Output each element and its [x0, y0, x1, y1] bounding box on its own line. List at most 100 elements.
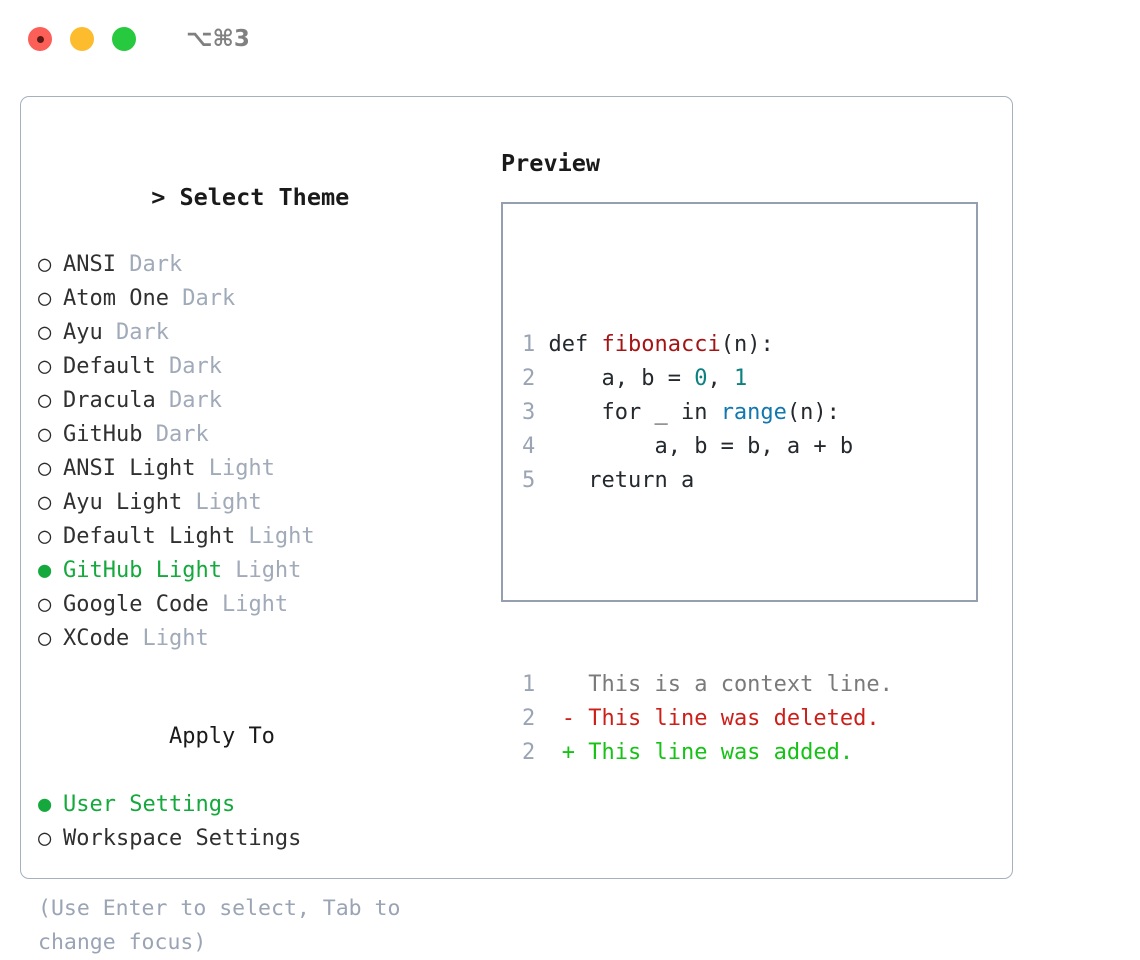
preview-column: Preview 1 def fibonacci(n):2 a, b = 0, 1…: [501, 146, 1001, 765]
apply-to-option-user-settings[interactable]: ● User Settings: [38, 788, 498, 822]
radio-unselected-icon: ○: [38, 826, 65, 851]
radio-unselected-icon: ○: [38, 252, 65, 277]
theme-option-label: Ayu Light: [63, 490, 183, 515]
line-number: 1: [522, 672, 562, 697]
radio-unselected-icon: ○: [38, 524, 65, 549]
theme-variant-badge: Dark: [155, 388, 222, 413]
diff-line: 1 This is a context line.: [522, 668, 893, 702]
theme-selector-panel: > Select Theme ○ ANSI Dark○ Atom One Dar…: [20, 96, 1013, 955]
line-number: 4: [522, 434, 549, 459]
window-controls: [28, 27, 136, 51]
theme-variant-badge: Light: [208, 592, 289, 617]
theme-variant-badge: Light: [129, 626, 209, 651]
theme-option-github-light[interactable]: ● GitHub Light Light: [38, 554, 498, 588]
theme-option-atom-one[interactable]: ○ Atom One Dark: [38, 282, 498, 316]
hint-spacer: [38, 856, 498, 892]
apply-to-option-label: User Settings: [63, 792, 236, 817]
theme-option-label: XCode: [63, 626, 130, 651]
theme-option-dracula[interactable]: ○ Dracula Dark: [38, 384, 498, 418]
theme-option-label: ANSI Light: [63, 456, 196, 481]
code-token: for _ in: [548, 400, 721, 425]
code-token: 1: [733, 366, 748, 391]
code-line: 5 return a: [522, 464, 893, 498]
radio-unselected-icon: ○: [38, 592, 65, 617]
code-line: 3 for _ in range(n):: [522, 396, 893, 430]
apply-to-option-list: ● User Settings○ Workspace Settings: [38, 788, 498, 856]
theme-variant-badge: Light: [182, 490, 262, 515]
theme-variant-badge: Dark: [155, 354, 222, 379]
theme-option-list: ○ ANSI Dark○ Atom One Dark○ Ayu Dark○ De…: [38, 248, 498, 656]
diff-line: 2 - This line was deleted.: [522, 702, 893, 736]
theme-option-ayu[interactable]: ○ Ayu Dark: [38, 316, 498, 350]
radio-unselected-icon: ○: [38, 286, 65, 311]
radio-unselected-icon: ○: [38, 320, 65, 345]
theme-option-label: Default: [63, 354, 156, 379]
theme-option-ayu-light[interactable]: ○ Ayu Light Light: [38, 486, 498, 520]
theme-option-label: Atom One: [63, 286, 169, 311]
minimize-window-button[interactable]: [70, 27, 94, 51]
theme-variant-badge: Light: [221, 558, 302, 583]
code-token: a, b =: [548, 366, 695, 391]
code-token: fibonacci: [601, 332, 721, 357]
theme-option-label: GitHub: [63, 422, 143, 447]
apply-to-option-label: Workspace Settings: [63, 826, 302, 851]
preview-heading: Preview: [501, 149, 601, 177]
diff-marker: -: [561, 706, 575, 731]
maximize-window-button[interactable]: [112, 27, 136, 51]
select-theme-heading: > Select Theme: [38, 146, 498, 248]
line-number: 5: [522, 468, 549, 493]
theme-option-default-light[interactable]: ○ Default Light Light: [38, 520, 498, 554]
theme-option-github[interactable]: ○ GitHub Dark: [38, 418, 498, 452]
theme-variant-badge: Light: [235, 524, 315, 549]
theme-option-label: Dracula: [63, 388, 156, 413]
keyboard-shortcut-label: ⌥⌘3: [186, 26, 250, 52]
theme-variant-badge: Dark: [102, 320, 169, 345]
theme-variant-badge: Dark: [142, 422, 209, 447]
apply-to-heading: Apply To: [38, 686, 498, 788]
radio-unselected-icon: ○: [38, 388, 65, 413]
theme-option-label: ANSI: [63, 252, 116, 277]
apply-to-heading-label: Apply To: [168, 724, 275, 749]
radio-selected-icon: ●: [38, 558, 65, 583]
diff-marker: [562, 672, 575, 697]
theme-option-default[interactable]: ○ Default Dark: [38, 350, 498, 384]
radio-unselected-icon: ○: [38, 490, 65, 515]
radio-unselected-icon: ○: [38, 456, 65, 481]
radio-selected-icon: ●: [38, 792, 65, 817]
close-window-button[interactable]: [28, 27, 52, 51]
code-line: 4 a, b = b, a + b: [522, 430, 893, 464]
section-spacer: [38, 656, 498, 686]
theme-option-label: GitHub Light: [63, 558, 222, 583]
theme-option-label: Ayu: [63, 320, 103, 345]
diff-text: This is a context line.: [575, 672, 893, 697]
code-token: range: [720, 400, 787, 425]
code-token: (n):: [786, 400, 840, 425]
code-token: def: [548, 332, 602, 357]
theme-variant-badge: Light: [195, 456, 275, 481]
theme-option-ansi[interactable]: ○ ANSI Dark: [38, 248, 498, 282]
apply-to-option-workspace-settings[interactable]: ○ Workspace Settings: [38, 822, 498, 856]
theme-option-ansi-light[interactable]: ○ ANSI Light Light: [38, 452, 498, 486]
theme-option-label: Default Light: [63, 524, 236, 549]
diff-sample-lines: 1 This is a context line.2 - This line w…: [522, 668, 893, 770]
code-line: 1 def fibonacci(n):: [522, 328, 893, 362]
theme-option-xcode[interactable]: ○ XCode Light: [38, 622, 498, 656]
diff-marker: +: [561, 740, 575, 765]
code-diff-separator: [522, 566, 893, 600]
code-token: ,: [707, 366, 734, 391]
code-token: 0: [694, 366, 708, 391]
radio-unselected-icon: ○: [38, 626, 65, 651]
keyboard-hint-text: (Use Enter to select, Tab to change focu…: [38, 896, 414, 955]
code-token: return a: [548, 468, 695, 493]
theme-option-google-code[interactable]: ○ Google Code Light: [38, 588, 498, 622]
theme-variant-badge: Dark: [115, 252, 183, 277]
theme-variant-badge: Dark: [168, 286, 236, 311]
line-number: 3: [522, 400, 549, 425]
code-line: 2 a, b = 0, 1: [522, 362, 893, 396]
code-token: a, b = b, a + b: [548, 434, 854, 459]
diff-text: This line was deleted.: [575, 706, 880, 731]
line-number: 2: [522, 740, 562, 765]
radio-unselected-icon: ○: [38, 354, 65, 379]
